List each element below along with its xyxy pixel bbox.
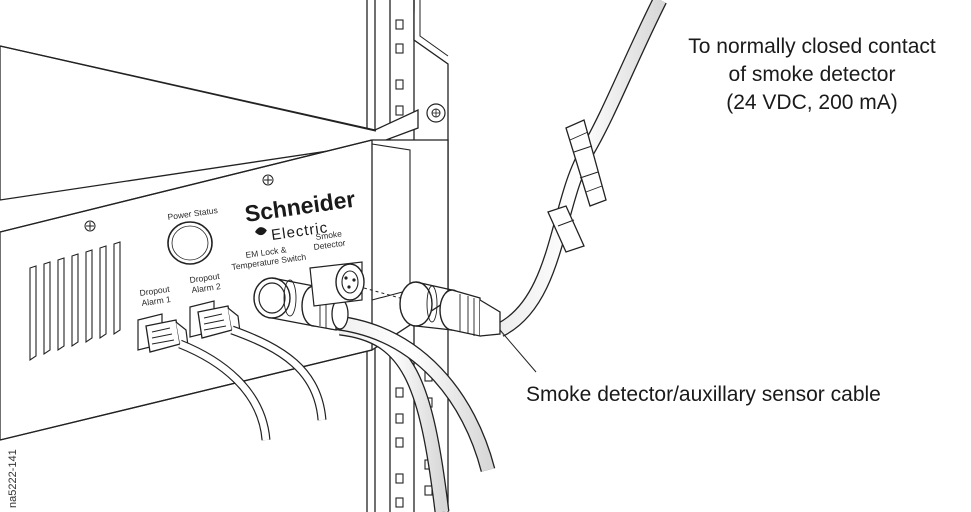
sensor-cable-leader-line xyxy=(499,329,537,373)
dropout-alarm-2-label-line1: Dropout xyxy=(189,271,221,285)
sensor-cable-callout: Smoke detector/auxillary sensor cable xyxy=(499,329,881,406)
power-status-indicator xyxy=(167,221,213,265)
smoke-contact-line3: (24 VDC, 200 mA) xyxy=(726,91,898,114)
figure-id: na5222-141 xyxy=(7,449,19,508)
smoke-contact-line1: To normally closed contact xyxy=(688,35,936,58)
rail-screw xyxy=(426,103,446,123)
smoke-detector-label-line1: Smoke xyxy=(315,228,343,242)
panel-labels: Power Status Dropout Alarm 1 Dropout Ala… xyxy=(139,205,346,308)
sensor-cable-label: Smoke detector/auxillary sensor cable xyxy=(526,383,881,406)
smoke-contact-callout: To normally closed contact of smoke dete… xyxy=(688,35,936,114)
panel-screws xyxy=(84,174,274,232)
dropout-alarm-2-label-line2: Alarm 2 xyxy=(191,281,222,295)
dropout-alarm-1-label-line2: Alarm 1 xyxy=(141,294,172,308)
dropout-alarm-1-cable xyxy=(178,339,271,441)
em-lock-cable xyxy=(329,314,496,512)
dropout-alarm-1-label-line1: Dropout xyxy=(139,284,171,298)
vent-slots xyxy=(29,241,121,362)
smoke-detector-plug xyxy=(399,281,501,337)
smoke-detector-socket xyxy=(309,261,365,307)
mating-dashed-line xyxy=(363,287,401,299)
cable-splice xyxy=(547,119,607,253)
dropout-alarm-1-connector xyxy=(137,313,189,353)
dropout-alarm-2-connector xyxy=(189,300,241,339)
dropout-alarm-2-cable xyxy=(230,325,327,421)
smoke-contact-line2: of smoke detector xyxy=(729,63,896,86)
smoke-detector-label-line2: Detector xyxy=(313,238,346,252)
equipment-unit xyxy=(0,45,449,441)
